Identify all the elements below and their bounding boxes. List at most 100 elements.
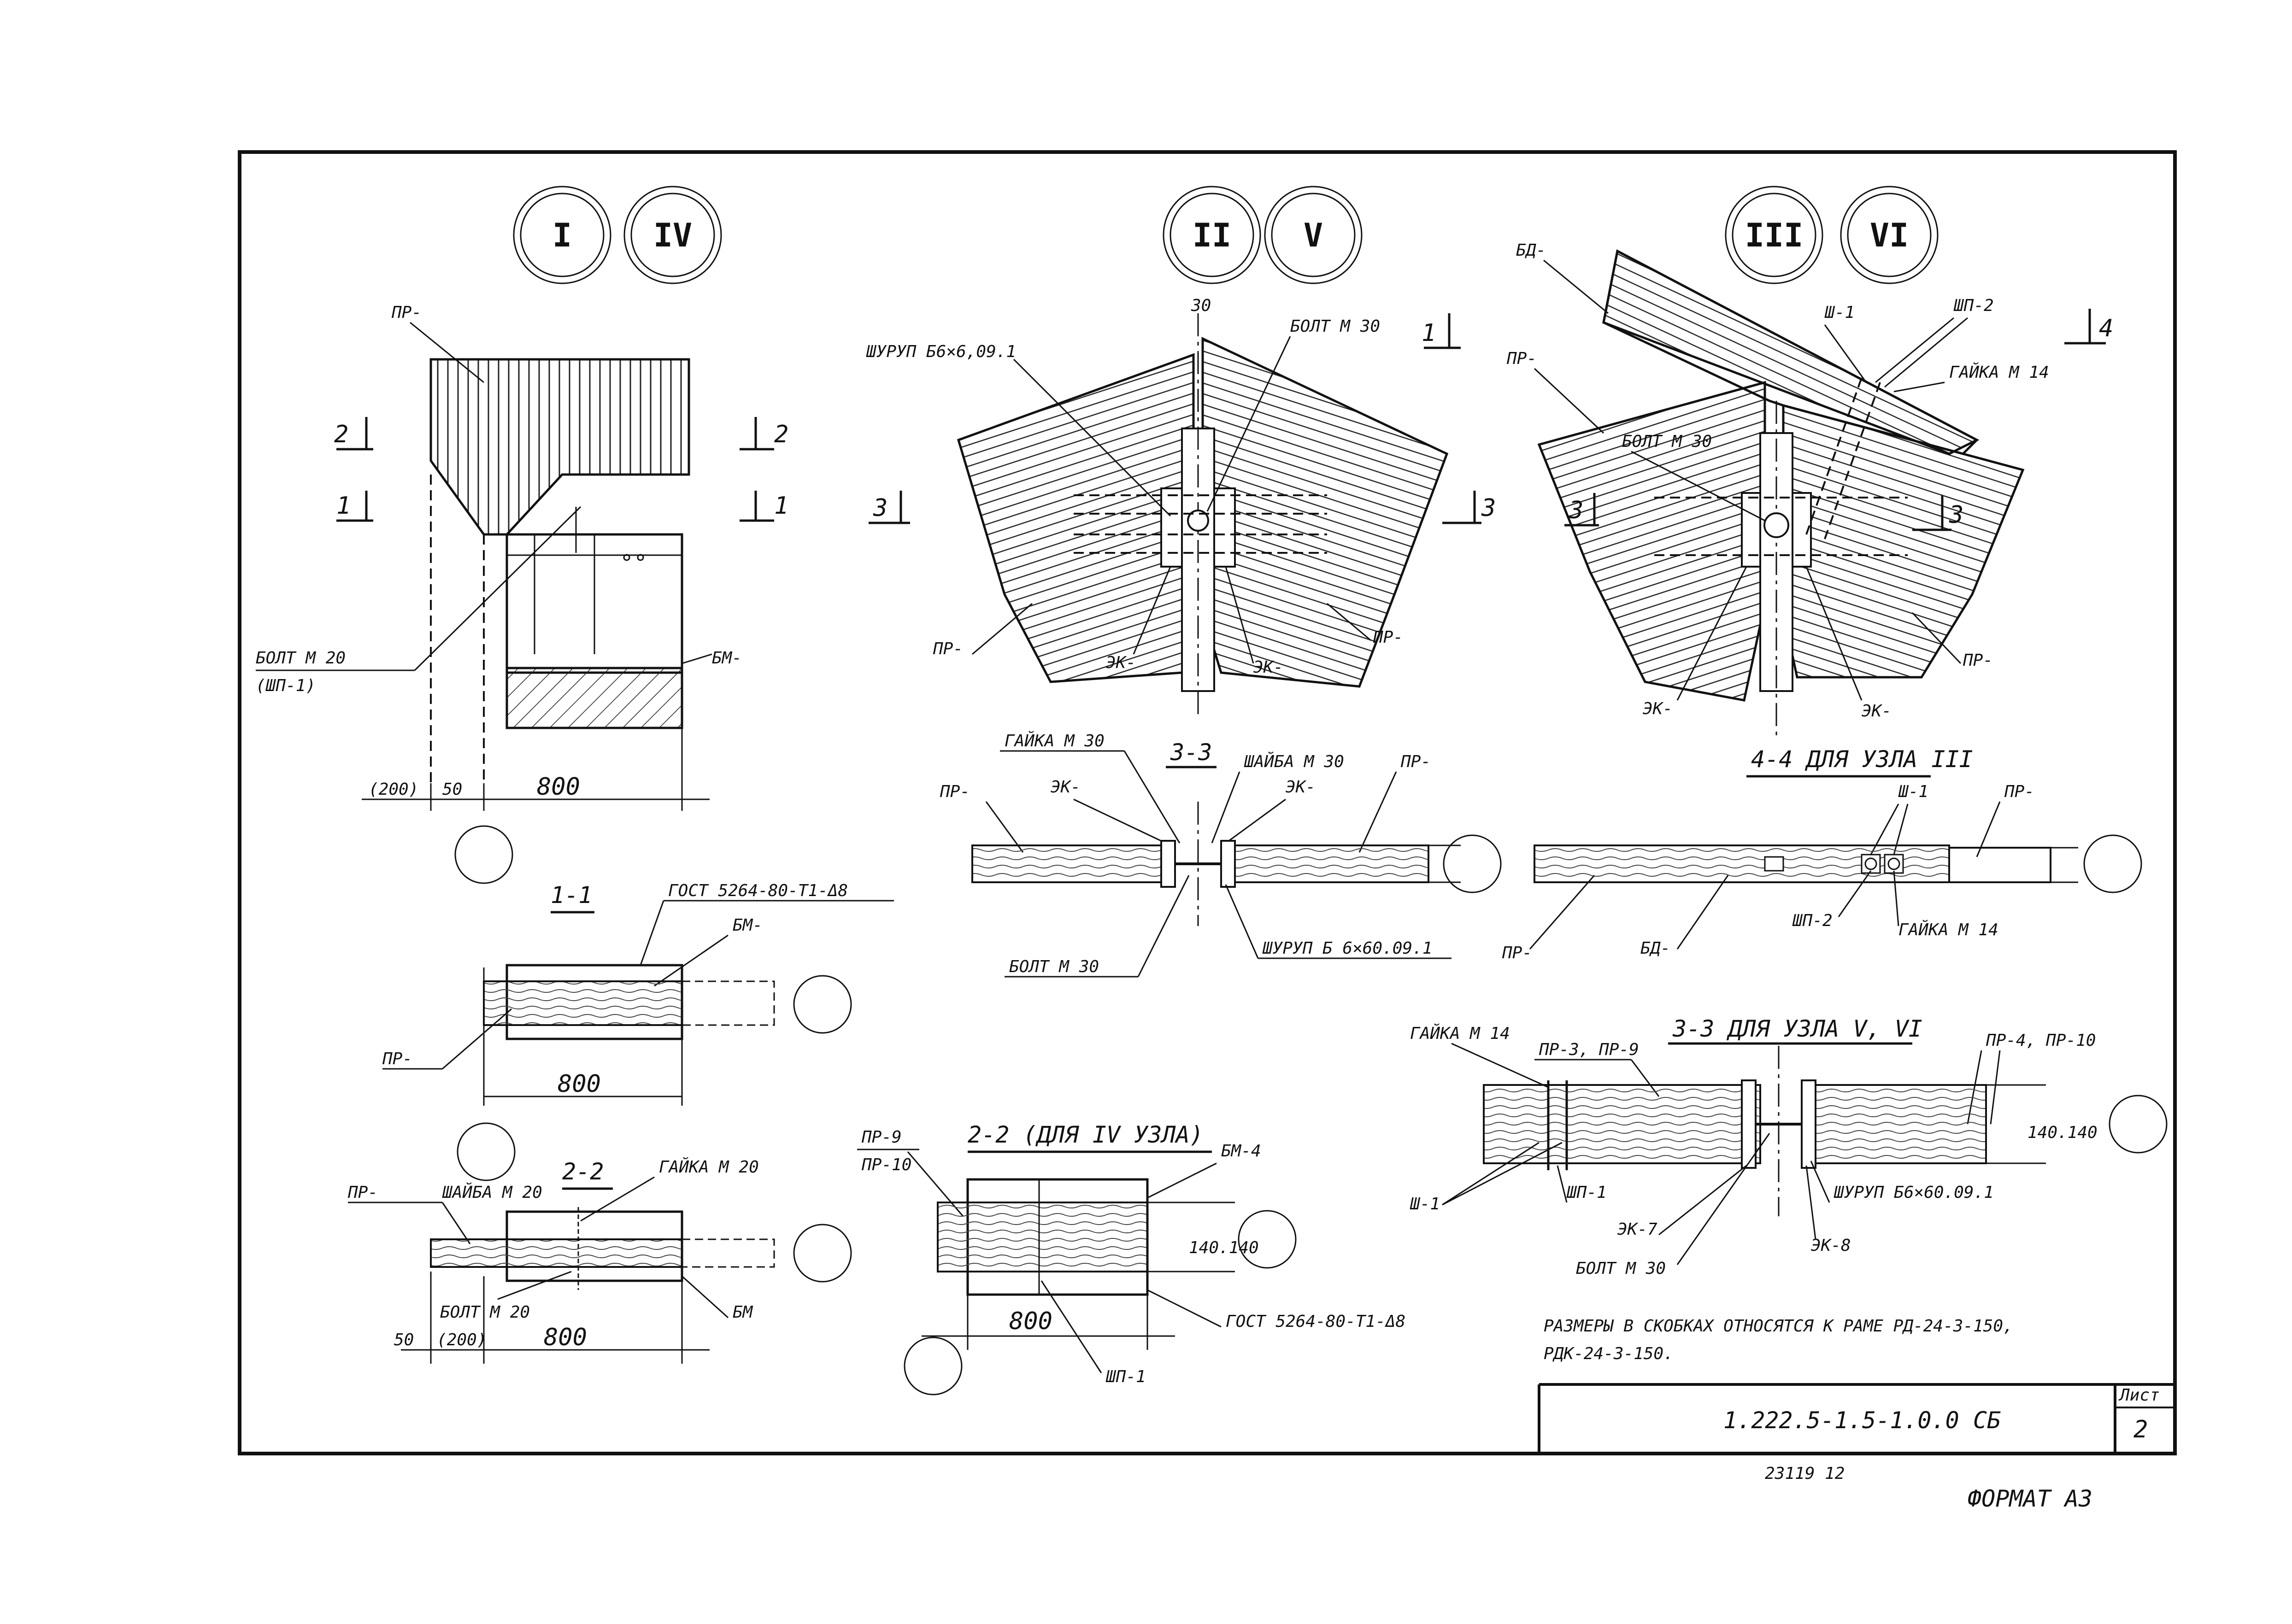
label-pr-node1: ПР- bbox=[391, 303, 422, 322]
dim-800-1-1: 800 bbox=[558, 1070, 601, 1098]
label-pr-right-3-3: ПР- bbox=[1400, 752, 1431, 771]
callout-circle-iv-right bbox=[1238, 1210, 1297, 1269]
section-3-3-body bbox=[971, 802, 1461, 926]
label-shp2-4-4: ШП-2 bbox=[1792, 911, 1833, 930]
section-3-3-v-body bbox=[1483, 1046, 2046, 1216]
label-pr4-v: ПР-4, ПР-10 bbox=[1986, 1031, 2096, 1050]
label-bm4: БМ-4 bbox=[1221, 1142, 1261, 1161]
label-pr-2-2: ПР- bbox=[347, 1183, 378, 1202]
label-bolt-m30-v: БОЛТ М 30 bbox=[1576, 1259, 1666, 1278]
cut-marker-2-left: 2 bbox=[334, 421, 348, 448]
node-1-elevation bbox=[429, 358, 690, 783]
label-sh1-v: Ш-1 bbox=[1410, 1195, 1440, 1214]
label-bolt-shp1: (ШП-1) bbox=[256, 676, 316, 695]
node-numeral-vi: VI bbox=[1870, 217, 1909, 254]
section-2-2-title: 2-2 bbox=[562, 1158, 604, 1185]
callout-circle-1-1 bbox=[793, 975, 852, 1034]
sheet-frame bbox=[238, 150, 2177, 1455]
label-bolt-m20: БОЛТ М 20 bbox=[256, 649, 346, 668]
section-4-4-title: 4-4 ДЛЯ УЗЛА III bbox=[1751, 746, 1973, 773]
label-pr10: ПР-10 bbox=[861, 1155, 911, 1174]
sheet-label: Лист bbox=[2118, 1386, 2160, 1405]
label-pr-left-3-3: ПР- bbox=[940, 782, 970, 801]
dim-800-2-2: 800 bbox=[544, 1324, 587, 1351]
label-screw-v: ШУРУП Б6×60.09.1 bbox=[1834, 1183, 1994, 1202]
note-line-2: РДК-24-3-150. bbox=[1544, 1344, 1674, 1363]
label-ek8: ЭК-8 bbox=[1811, 1236, 1851, 1255]
dim-50-2-2: 50 bbox=[394, 1331, 414, 1349]
cut-marker-1-right: 1 bbox=[774, 492, 788, 520]
section-3-3-v-title: 3-3 ДЛЯ УЗЛА V, VI bbox=[1672, 1015, 1922, 1042]
label-pr-node3: ПР- bbox=[1506, 349, 1537, 368]
label-bd-node3: БД- bbox=[1516, 241, 1546, 260]
label-bolt-m30-node2: БОЛТ М 30 bbox=[1290, 317, 1380, 336]
node-numeral-v: V bbox=[1304, 217, 1323, 254]
dim-140-iv: 140.140 bbox=[1189, 1238, 1259, 1257]
label-ek-right-node3: ЭК- bbox=[1862, 702, 1892, 721]
dim-200-2-2: (200) bbox=[437, 1331, 487, 1349]
section-4-4-body bbox=[1534, 844, 2078, 883]
label-shp2-node3: ШП-2 bbox=[1953, 296, 1994, 315]
dim-800-iv: 800 bbox=[1009, 1307, 1052, 1335]
format-label: ФОРМАТ А3 bbox=[1968, 1485, 2092, 1512]
label-shp1-v: ШП-1 bbox=[1566, 1183, 1607, 1202]
callout-circle-node1 bbox=[454, 825, 513, 884]
node-markers-2: II V bbox=[1163, 186, 1363, 284]
label-washer-m30: ШАЙБА М 30 bbox=[1244, 752, 1344, 771]
callout-circle-iv bbox=[904, 1337, 963, 1395]
cut-marker-1-node2: 1 bbox=[1422, 319, 1436, 347]
label-pr-1-1: ПР- bbox=[382, 1049, 412, 1068]
label-gost-iv: ГОСТ 5264-80-Т1-Δ8 bbox=[1226, 1312, 1405, 1331]
cut-marker-3-right-node3: 3 bbox=[1949, 501, 1963, 529]
label-washer-m20: ШАЙБА М 20 bbox=[442, 1183, 542, 1202]
cut-marker-3-right-node2: 3 bbox=[1481, 494, 1496, 522]
label-pr-right-node3: ПР- bbox=[1963, 651, 1993, 670]
section-2-2-iv-title: 2-2 (ДЛЯ IV УЗЛА) bbox=[968, 1121, 1204, 1148]
dim-30-node2: 30 bbox=[1191, 296, 1211, 315]
cut-marker-4-node3: 4 bbox=[2099, 315, 2113, 342]
label-pr-left-4-4: ПР- bbox=[1502, 944, 1532, 962]
cut-marker-3-left-node3: 3 bbox=[1569, 497, 1583, 524]
label-screw-node2: ШУРУП Б6×6,09.1 bbox=[866, 342, 1016, 361]
label-gost-1-1: ГОСТ 5264-80-Т1-Δ8 bbox=[668, 881, 848, 900]
node-numeral-i: I bbox=[552, 217, 572, 254]
label-nut-m14-node3: ГАЙКА М 14 bbox=[1949, 363, 2049, 382]
callout-circle-2-2 bbox=[793, 1224, 852, 1283]
node-3-elevation bbox=[1537, 249, 2025, 737]
label-bolt-m30-node3: БОЛТ М 30 bbox=[1622, 432, 1712, 451]
drawing-code: 1.222.5-1.5-1.0.0 СБ bbox=[1723, 1407, 2001, 1434]
section-1-1-title: 1-1 bbox=[551, 882, 592, 909]
label-ek-right-node2: ЭК- bbox=[1253, 658, 1283, 677]
cut-marker-2-right: 2 bbox=[774, 421, 788, 448]
label-bm-1-1: БМ- bbox=[733, 916, 763, 935]
callout-circle-2-2-top bbox=[457, 1122, 516, 1181]
label-bolt-m20-2-2: БОЛТ М 20 bbox=[440, 1303, 530, 1322]
label-bd-4-4: БД- bbox=[1640, 939, 1670, 958]
sheet-number: 2 bbox=[2133, 1416, 2148, 1443]
callout-circle-4-4 bbox=[2083, 834, 2142, 893]
note-line-1: РАЗМЕРЫ В СКОБКАХ ОТНОСЯТСЯ К РАМЕ РД-24… bbox=[1544, 1317, 2013, 1336]
node-numeral-iv: IV bbox=[653, 217, 692, 254]
label-sh1-node3: Ш-1 bbox=[1824, 303, 1855, 322]
label-ek-left-node3: ЭК- bbox=[1643, 699, 1673, 718]
label-bm-2-2: БМ bbox=[733, 1303, 753, 1322]
label-nut-m14-4-4: ГАЙКА М 14 bbox=[1898, 920, 1998, 939]
label-ek-left-node2: ЭК- bbox=[1106, 653, 1136, 672]
label-shp1-iv: ШП-1 bbox=[1105, 1367, 1146, 1386]
label-bolt-m30-3-3: БОЛТ М 30 bbox=[1009, 957, 1099, 976]
label-screw-3-3: ШУРУП Б 6×60.09.1 bbox=[1262, 939, 1432, 958]
section-3-3-title: 3-3 bbox=[1170, 739, 1212, 766]
label-pr-4-4: ПР- bbox=[2004, 782, 2034, 801]
node-numeral-ii: II bbox=[1193, 217, 1231, 254]
label-ek-right-3-3: ЭК- bbox=[1286, 778, 1316, 797]
label-bm-node1: БМ- bbox=[712, 649, 742, 668]
label-pr9: ПР-9 bbox=[861, 1128, 902, 1147]
leader-pr-node1 bbox=[410, 322, 484, 383]
label-nut-m14-v: ГАЙКА М 14 bbox=[1410, 1024, 1510, 1043]
label-ek-left-3-3: ЭК- bbox=[1051, 778, 1081, 797]
node-markers-3: III VI bbox=[1725, 186, 1939, 284]
cut-marker-3-left-node2: 3 bbox=[873, 494, 887, 522]
dim-140-v: 140.140 bbox=[2028, 1123, 2098, 1142]
label-pr-right-node2: ПР- bbox=[1373, 628, 1403, 647]
